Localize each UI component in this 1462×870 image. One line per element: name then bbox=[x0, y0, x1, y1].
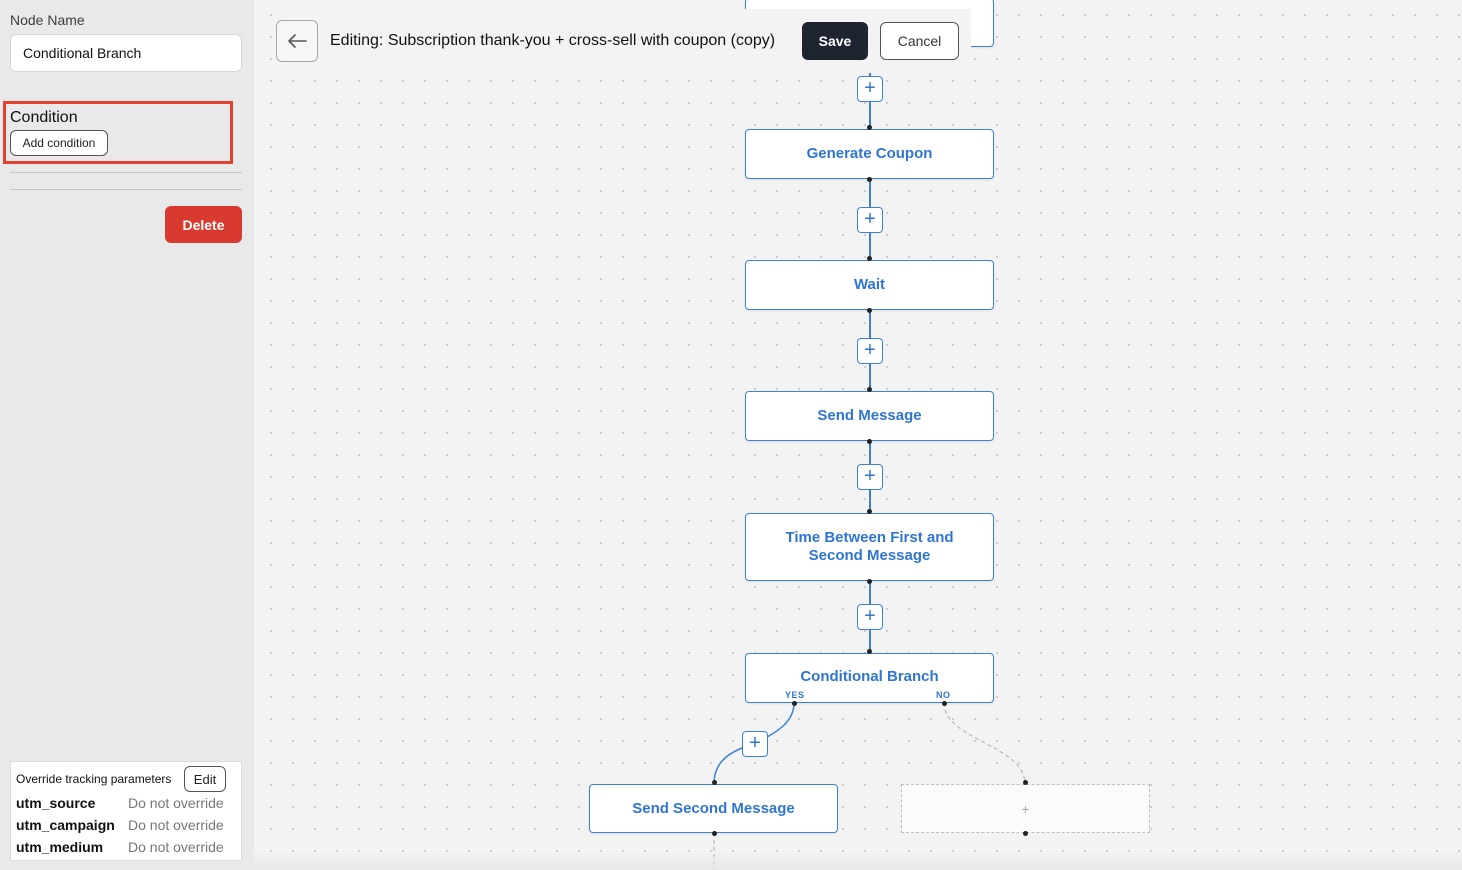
connector-dot bbox=[867, 439, 872, 444]
tracking-title: Override tracking parameters bbox=[16, 772, 172, 786]
connector-dot bbox=[867, 125, 872, 130]
flow-node-wait[interactable]: Wait bbox=[745, 260, 994, 310]
flow-node-conditional-branch[interactable]: Conditional Branch bbox=[745, 653, 994, 703]
divider bbox=[10, 189, 242, 190]
page-title: Editing: Subscription thank-you + cross-… bbox=[330, 32, 776, 49]
node-settings-sidebar: Node Name Conditional Branch Condition A… bbox=[0, 0, 254, 870]
add-step-button[interactable]: + bbox=[857, 464, 883, 490]
tracking-param-key: utm_medium bbox=[16, 839, 104, 855]
add-step-button[interactable]: + bbox=[742, 731, 768, 757]
add-step-button[interactable]: + bbox=[857, 604, 883, 630]
tracking-param-key: utm_source bbox=[16, 795, 96, 811]
connector-dot bbox=[867, 308, 872, 313]
no-branch-label: NO bbox=[936, 690, 951, 700]
tracking-param-value: Do not override bbox=[128, 839, 224, 855]
edit-tracking-button[interactable]: Edit bbox=[184, 766, 226, 792]
canvas-bottom-fade bbox=[254, 850, 1462, 870]
add-condition-button[interactable]: Add condition bbox=[10, 130, 108, 156]
connector-dot bbox=[867, 256, 872, 261]
connector-dot bbox=[867, 509, 872, 514]
connector-dot bbox=[1023, 831, 1028, 836]
add-step-button[interactable]: + bbox=[857, 338, 883, 364]
add-step-button[interactable]: + bbox=[857, 207, 883, 233]
flow-node-send-message[interactable]: Send Message bbox=[745, 391, 994, 441]
divider bbox=[10, 172, 242, 173]
flow-node-time-between[interactable]: Time Between First and Second Message bbox=[745, 513, 994, 581]
connector-dot bbox=[1023, 780, 1028, 785]
back-button[interactable] bbox=[276, 20, 318, 62]
connector-dot bbox=[942, 701, 947, 706]
connector-line bbox=[869, 310, 871, 338]
condition-highlight-box bbox=[3, 101, 233, 164]
node-name-input[interactable]: Conditional Branch bbox=[10, 34, 242, 72]
connector-dot bbox=[867, 649, 872, 654]
connector-dot bbox=[712, 831, 717, 836]
condition-label: Condition bbox=[10, 109, 78, 126]
connector-line bbox=[869, 441, 871, 464]
node-name-label: Node Name bbox=[10, 12, 85, 28]
connector-line bbox=[869, 102, 871, 129]
save-button[interactable]: Save bbox=[802, 22, 868, 60]
flow-node-send-second-message[interactable]: Send Second Message bbox=[589, 784, 838, 833]
connector-line bbox=[869, 581, 871, 604]
connector-line bbox=[869, 490, 871, 513]
flow-node-generate-coupon[interactable]: Generate Coupon bbox=[745, 129, 994, 179]
add-node-placeholder[interactable]: + bbox=[901, 784, 1150, 833]
tracking-param-value: Do not override bbox=[128, 817, 224, 833]
cancel-button[interactable]: Cancel bbox=[880, 22, 959, 60]
connector-line bbox=[869, 630, 871, 653]
connector-dot bbox=[867, 177, 872, 182]
delete-button[interactable]: Delete bbox=[165, 206, 242, 243]
tracking-parameters-panel: Override tracking parameters Edit utm_so… bbox=[10, 761, 242, 861]
connector-dot bbox=[867, 579, 872, 584]
connector-dot bbox=[792, 701, 797, 706]
connector-dot bbox=[712, 780, 717, 785]
add-step-button[interactable]: + bbox=[857, 76, 883, 102]
connector-line bbox=[869, 233, 871, 260]
tracking-param-key: utm_campaign bbox=[16, 817, 115, 833]
connector-dot bbox=[867, 387, 872, 392]
yes-branch-label: YES bbox=[785, 690, 805, 700]
connector-line bbox=[869, 364, 871, 391]
arrow-left-icon bbox=[288, 34, 307, 48]
tracking-param-value: Do not override bbox=[128, 795, 224, 811]
connector-line bbox=[869, 179, 871, 207]
